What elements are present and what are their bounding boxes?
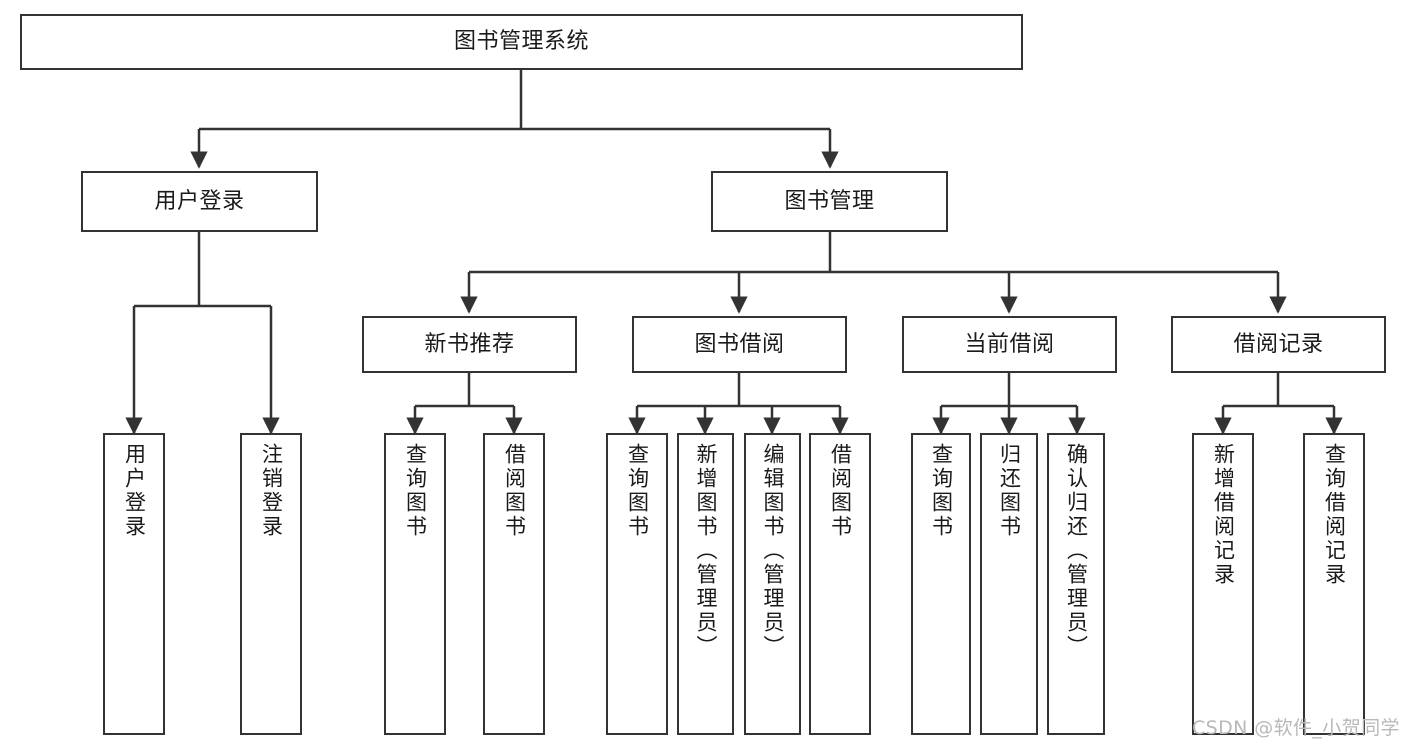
node-new-book-recommend[interactable]: 新书推荐 (362, 316, 577, 373)
leaf-borrow-book-label: 借阅图书 (828, 443, 853, 539)
leaf-query-book-current-label: 查询图书 (929, 443, 954, 539)
node-book-borrow[interactable]: 图书借阅 (632, 316, 847, 373)
leaf-borrow-book[interactable]: 借阅图书 (809, 433, 871, 735)
leaf-return-book[interactable]: 归还图书 (980, 433, 1038, 735)
leaf-user-login-label: 用户登录 (122, 443, 147, 539)
node-root-label: 图书管理系统 (453, 29, 589, 55)
leaf-logout-label: 注销登录 (259, 443, 284, 539)
leaf-confirm-return[interactable]: 确认归还（管理员） (1047, 433, 1105, 735)
watermark-text: CSDN @软件_小贺同学 (1192, 717, 1400, 739)
node-book-manage[interactable]: 图书管理 (711, 171, 948, 232)
node-borrow-record-label: 借阅记录 (1233, 331, 1324, 357)
node-borrow-record[interactable]: 借阅记录 (1171, 316, 1386, 373)
node-book-borrow-label: 图书借阅 (694, 331, 785, 357)
node-user-login[interactable]: 用户登录 (81, 171, 318, 232)
node-current-borrow-label: 当前借阅 (964, 331, 1055, 357)
leaf-add-book-label: 新增图书（管理员） (694, 443, 718, 659)
leaf-add-book[interactable]: 新增图书（管理员） (677, 433, 734, 735)
leaf-confirm-return-label: 确认归还（管理员） (1064, 443, 1089, 659)
leaf-query-book-borrow[interactable]: 查询图书 (606, 433, 668, 735)
leaf-add-borrow-record[interactable]: 新增借阅记录 (1192, 433, 1254, 735)
leaf-query-book-borrow-label: 查询图书 (625, 443, 650, 539)
leaf-logout[interactable]: 注销登录 (240, 433, 302, 735)
node-current-borrow[interactable]: 当前借阅 (902, 316, 1117, 373)
leaf-query-book-recommend-label: 查询图书 (403, 443, 428, 539)
leaf-query-book-current[interactable]: 查询图书 (911, 433, 971, 735)
leaf-borrow-book-recommend[interactable]: 借阅图书 (483, 433, 545, 735)
leaf-add-borrow-record-label: 新增借阅记录 (1211, 443, 1236, 587)
leaf-borrow-book-recommend-label: 借阅图书 (502, 443, 527, 539)
leaf-query-book-recommend[interactable]: 查询图书 (384, 433, 446, 735)
node-user-login-label: 用户登录 (154, 188, 245, 214)
node-book-manage-label: 图书管理 (784, 188, 875, 214)
leaf-user-login[interactable]: 用户登录 (103, 433, 165, 735)
leaf-return-book-label: 归还图书 (997, 443, 1022, 539)
leaf-query-borrow-record[interactable]: 查询借阅记录 (1303, 433, 1365, 735)
leaf-edit-book-label: 编辑图书（管理员） (761, 443, 785, 659)
leaf-query-borrow-record-label: 查询借阅记录 (1322, 443, 1347, 587)
node-root[interactable]: 图书管理系统 (20, 14, 1023, 70)
node-new-book-recommend-label: 新书推荐 (424, 331, 515, 357)
leaf-edit-book[interactable]: 编辑图书（管理员） (744, 433, 801, 735)
